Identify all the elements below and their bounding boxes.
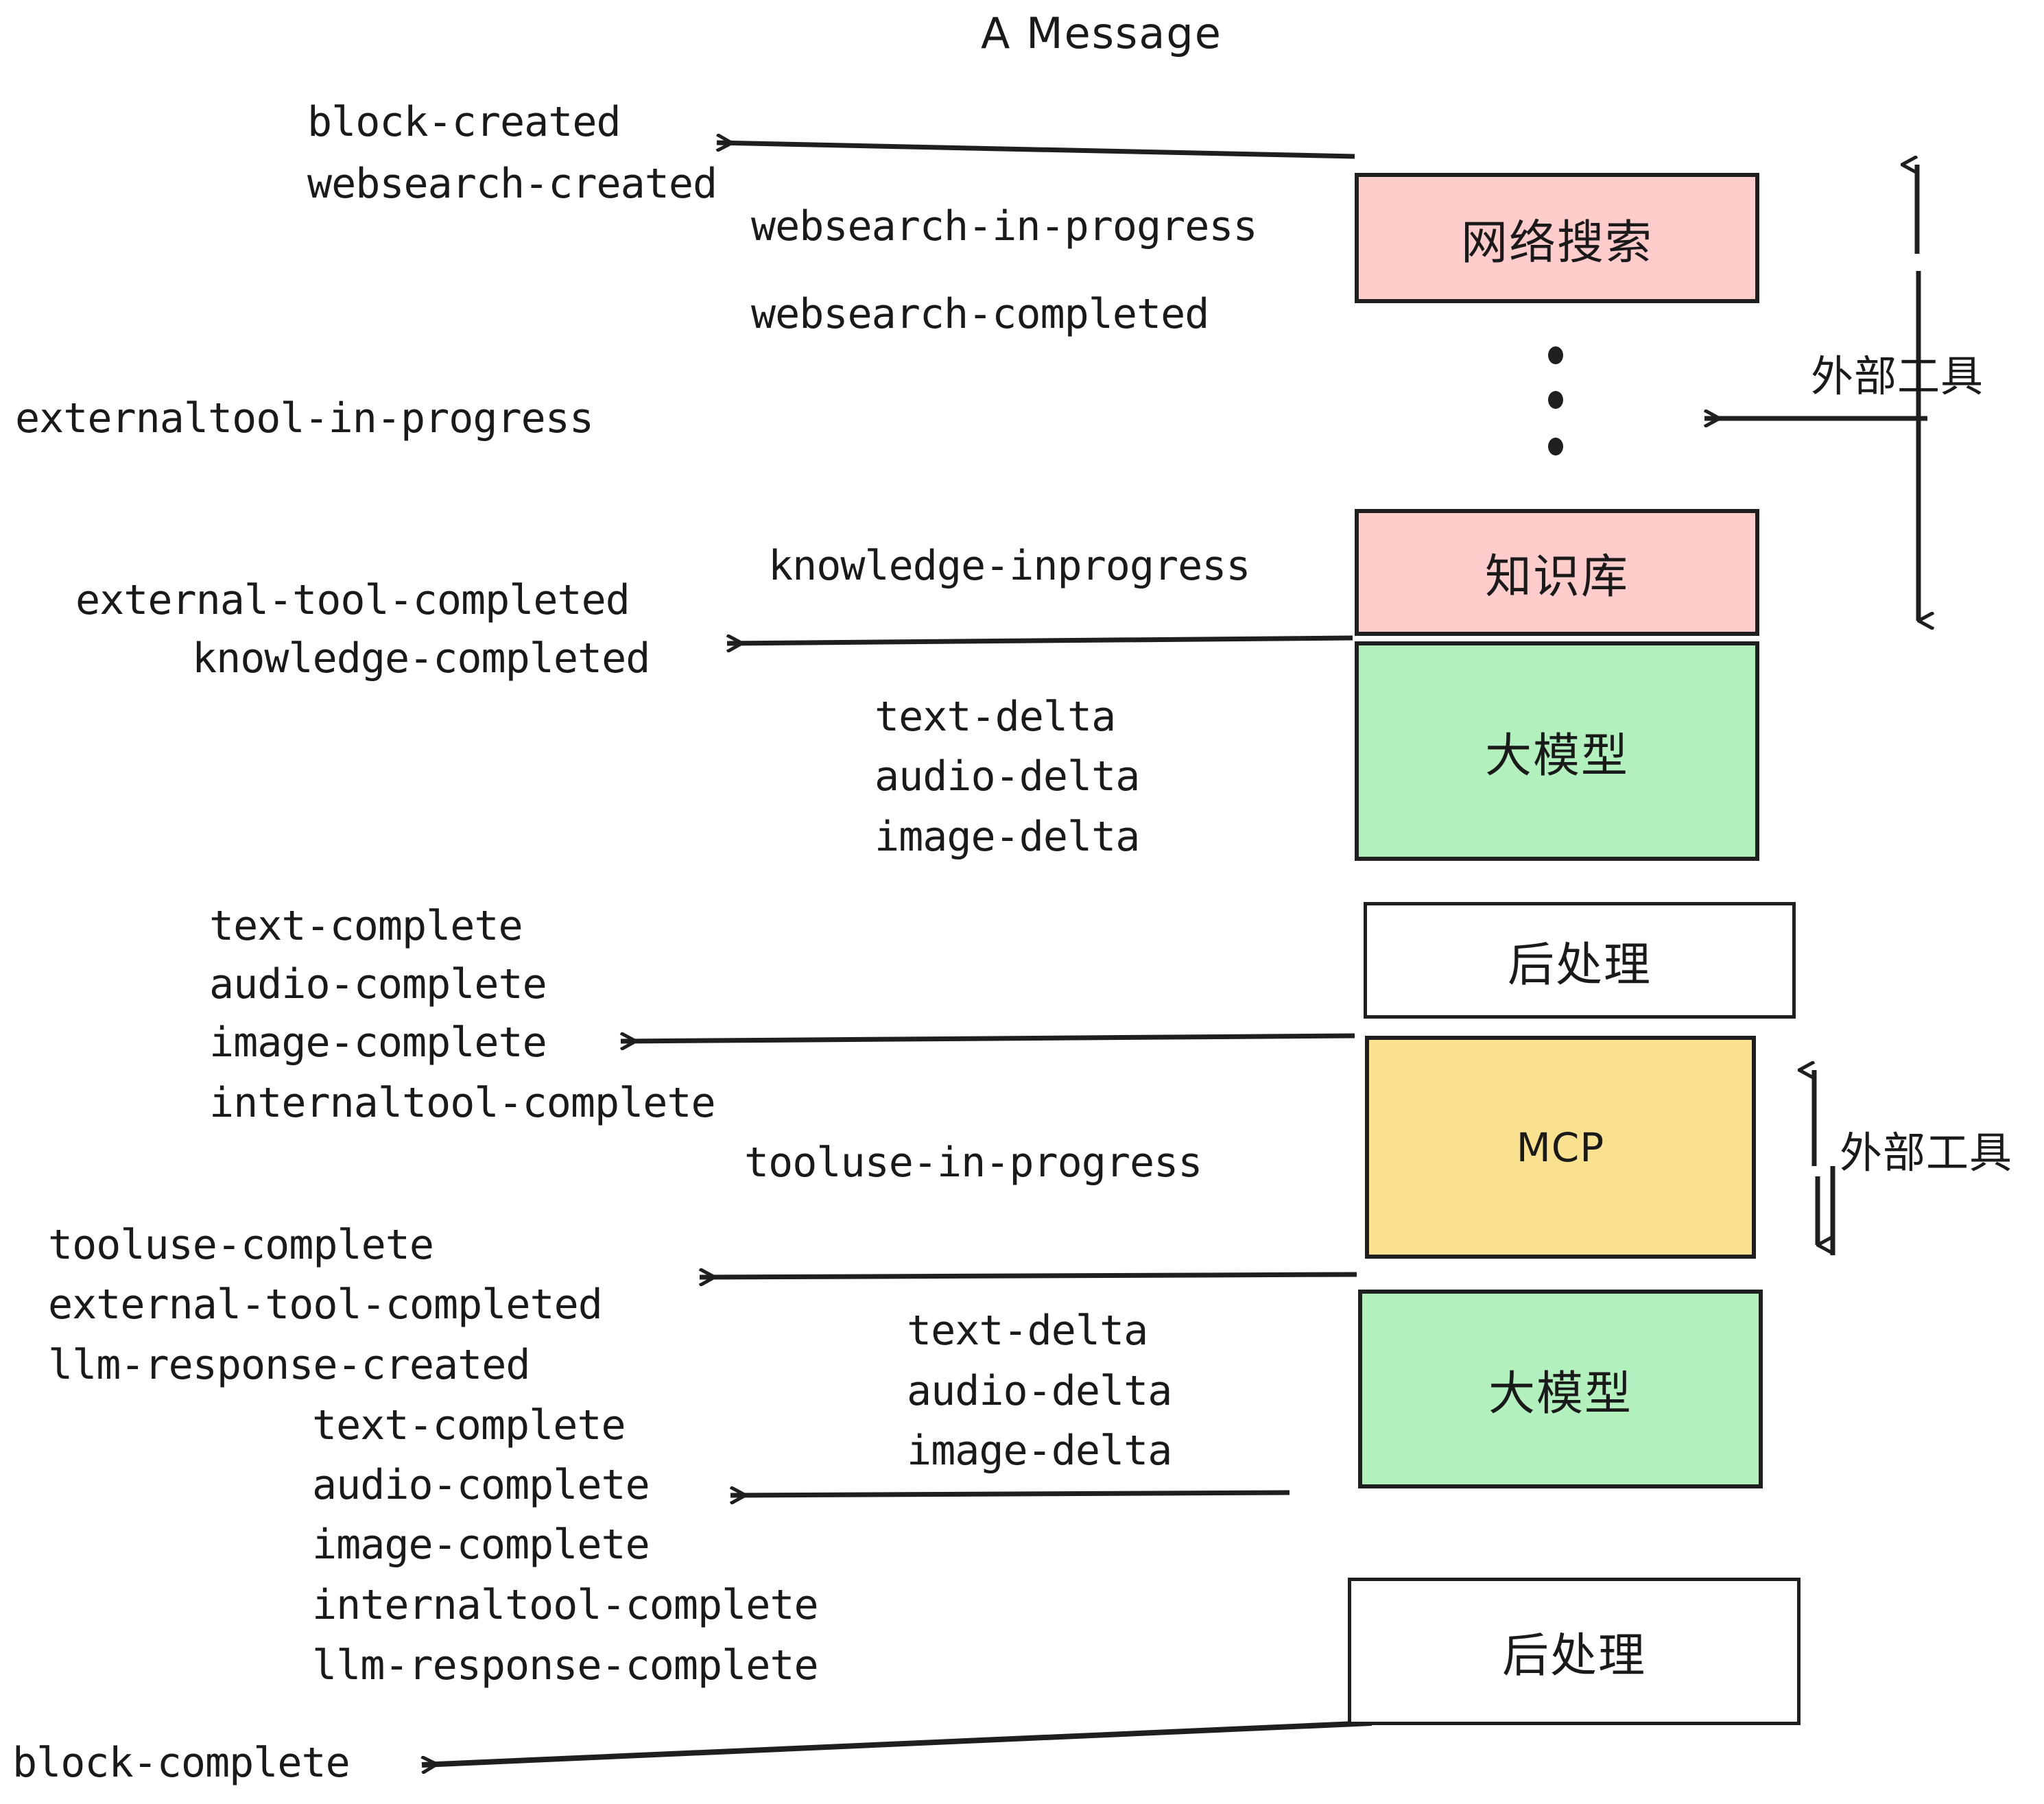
event-websearch-completed: websearch-completed bbox=[751, 290, 1209, 338]
ellipsis-dot bbox=[1548, 346, 1563, 364]
arrow-websearch-to-blockcreated bbox=[717, 143, 1355, 159]
node-llm-upper-label: 大模型 bbox=[1484, 728, 1629, 783]
node-postprocess-lower-label: 后处理 bbox=[1501, 1629, 1646, 1683]
node-postprocess-lower[interactable]: 后处理 bbox=[1348, 1578, 1801, 1725]
event-internaltool-complete-1: internaltool-complete bbox=[209, 1079, 716, 1127]
event-llm-response-created: llm-response-created bbox=[48, 1341, 530, 1389]
event-image-delta-2: image-delta bbox=[907, 1427, 1172, 1475]
node-websearch-label: 网络搜索 bbox=[1460, 215, 1653, 270]
node-mcp[interactable]: MCP bbox=[1365, 1036, 1756, 1259]
node-knowledge-label: 知识库 bbox=[1484, 550, 1629, 604]
arrow-postprocess-to-imagecomplete bbox=[621, 1036, 1355, 1041]
node-llm-lower-label: 大模型 bbox=[1488, 1366, 1632, 1421]
event-image-delta-1: image-delta bbox=[875, 813, 1140, 861]
node-knowledge[interactable]: 知识库 bbox=[1355, 509, 1759, 636]
event-audio-complete-2: audio-complete bbox=[312, 1461, 650, 1509]
event-external-tool-completed-2: external-tool-completed bbox=[48, 1281, 603, 1329]
event-block-created: block-created bbox=[307, 98, 621, 146]
event-text-delta-1: text-delta bbox=[875, 693, 1116, 741]
event-externaltool-in-progress: externaltool-in-progress bbox=[15, 394, 594, 442]
event-llm-response-complete: llm-response-complete bbox=[312, 1641, 819, 1689]
event-knowledge-inprogress: knowledge-inprogress bbox=[768, 542, 1250, 590]
arrow-postprocess-to-blockcomplete bbox=[422, 1720, 1372, 1765]
side-label-external-tool-lower: 外部工具 bbox=[1840, 1128, 2013, 1178]
node-mcp-label: MCP bbox=[1516, 1124, 1605, 1171]
node-llm-upper[interactable]: 大模型 bbox=[1355, 641, 1759, 861]
node-postprocess-upper[interactable]: 后处理 bbox=[1364, 902, 1796, 1019]
event-text-delta-2: text-delta bbox=[907, 1307, 1148, 1355]
event-tooluse-complete: tooluse-complete bbox=[48, 1221, 434, 1269]
arrow-mcp-to-toolusecomplete bbox=[700, 1274, 1357, 1277]
event-audio-complete-1: audio-complete bbox=[209, 960, 547, 1008]
event-internaltool-complete-2: internaltool-complete bbox=[312, 1581, 819, 1629]
ellipsis-dot bbox=[1548, 438, 1563, 455]
event-tooluse-in-progress: tooluse-in-progress bbox=[744, 1139, 1202, 1187]
ellipsis-dot bbox=[1548, 391, 1563, 409]
event-external-tool-completed-1: external-tool-completed bbox=[75, 576, 630, 624]
side-label-external-tool-upper: 外部工具 bbox=[1811, 351, 1984, 401]
event-block-complete: block-complete bbox=[12, 1739, 350, 1787]
arrow-knowledge-to-completed bbox=[727, 638, 1353, 643]
event-text-complete-1: text-complete bbox=[209, 902, 523, 950]
event-audio-delta-1: audio-delta bbox=[875, 752, 1140, 800]
node-postprocess-upper-label: 后处理 bbox=[1507, 938, 1652, 993]
arrow-llm-to-audiocomplete bbox=[730, 1493, 1290, 1495]
event-audio-delta-2: audio-delta bbox=[907, 1367, 1172, 1415]
event-websearch-created: websearch-created bbox=[307, 160, 717, 208]
node-llm-lower[interactable]: 大模型 bbox=[1358, 1290, 1763, 1488]
event-text-complete-2: text-complete bbox=[312, 1401, 626, 1449]
event-websearch-in-progress: websearch-in-progress bbox=[751, 202, 1258, 250]
event-image-complete-2: image-complete bbox=[312, 1521, 650, 1569]
event-knowledge-completed: knowledge-completed bbox=[192, 634, 650, 683]
event-image-complete-1: image-complete bbox=[209, 1019, 547, 1067]
node-websearch[interactable]: 网络搜索 bbox=[1355, 173, 1759, 303]
diagram-title: A Message bbox=[981, 8, 1222, 58]
